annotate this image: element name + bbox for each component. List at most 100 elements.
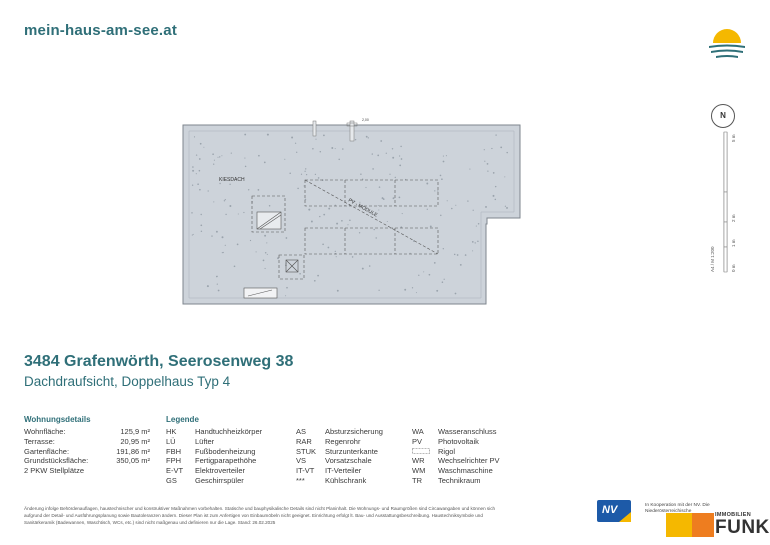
gravel-dot: [400, 158, 403, 160]
gravel-dot: [389, 173, 391, 175]
gravel-dot: [193, 136, 196, 138]
pv-modules: [304, 179, 439, 255]
gravel-dot: [215, 230, 218, 233]
gravel-dot: [328, 207, 331, 210]
gravel-dot: [264, 234, 267, 237]
gravel-dot: [323, 213, 326, 216]
gravel-dot: [377, 154, 380, 157]
gravel-dot: [492, 194, 495, 197]
gravel-dot: [360, 173, 362, 175]
detail-value: 125,9 m²: [120, 427, 150, 436]
scale-bar: 5 m 2 m 1 m 0 m A4 / M 1:200: [710, 131, 736, 273]
gravel-dot: [380, 140, 383, 142]
gravel-dot: [335, 256, 337, 258]
gravel-dot: [404, 288, 407, 291]
gravel-dot: [284, 158, 286, 160]
gravel-dot: [353, 200, 355, 202]
legend-item: Rigol: [412, 447, 500, 457]
roof-hatch: [278, 254, 305, 280]
legend-abbr: TR: [412, 475, 422, 485]
gravel-dot: [215, 276, 218, 278]
gravel-dot: [341, 219, 343, 222]
gravel-dot: [219, 156, 221, 158]
gravel-dot: [323, 134, 325, 137]
gravel-dot: [494, 198, 497, 201]
legend-heading: Legende: [166, 415, 199, 424]
legend-text: Regenrohr: [325, 436, 361, 446]
gravel-dot: [244, 157, 246, 159]
unit-details: Wohnfläche:125,9 m² Terrasse:20,95 m² Ga…: [24, 427, 150, 476]
gravel-dot: [400, 145, 402, 148]
funk-logo-yellow: [666, 513, 694, 537]
gravel-dot: [286, 286, 288, 289]
legend-text: Elektroverteiler: [195, 466, 246, 476]
gravel-dot: [398, 196, 401, 199]
gravel-dot: [219, 182, 221, 185]
legend-abbr: WR: [412, 456, 425, 466]
gravel-dot: [338, 158, 340, 161]
gravel-dot: [224, 244, 226, 246]
gravel-dot: [359, 201, 361, 203]
gravel-dot: [304, 170, 306, 172]
gravel-dot: [378, 289, 380, 291]
legend-text: Lüfter: [195, 436, 215, 446]
gravel-dot: [429, 225, 432, 228]
gravel-dot: [289, 172, 291, 175]
gravel-dot: [486, 163, 489, 165]
gravel-dot: [192, 233, 194, 235]
legend-item: ***Kühlschrank: [296, 476, 383, 486]
legend-abbr: GS: [166, 475, 177, 485]
gravel-dot: [423, 271, 425, 273]
gravel-dot: [477, 223, 480, 225]
rigol-symbol-icon: [412, 447, 438, 457]
scale-1m: 1 m: [731, 239, 736, 247]
gravel-dot: [454, 292, 457, 295]
gravel-dot: [477, 240, 479, 242]
gravel-dot: [217, 289, 220, 292]
gravel-dot: [264, 251, 267, 254]
legend-abbr: PV: [412, 436, 423, 446]
gravel-dot: [191, 234, 193, 236]
gravel-dot: [441, 178, 443, 181]
gravel-dot: [257, 189, 260, 191]
details-heading: Wohnungsdetails: [24, 415, 91, 424]
gravel-dot: [471, 241, 474, 243]
gravel-dot: [453, 253, 456, 256]
gravel-dot: [375, 237, 377, 239]
detail-row: Wohnfläche:125,9 m²: [24, 427, 150, 437]
gravel-dot: [255, 251, 257, 253]
gravel-dot: [347, 224, 349, 226]
gravel-dot: [459, 264, 462, 266]
gravel-dot: [258, 154, 260, 157]
legend-text: Fertigparapethöhe: [195, 456, 257, 466]
gravel-dot: [386, 220, 388, 223]
gravel-dot: [199, 188, 201, 191]
site-url[interactable]: mein-haus-am-see.at: [24, 22, 178, 39]
gravel-dot: [446, 200, 448, 202]
legend-text: Handtuchheizkörper: [195, 427, 263, 436]
gravel-dot: [365, 135, 368, 138]
gravel-dot: [213, 163, 215, 165]
gravel-dot: [291, 136, 294, 139]
gravel-dot: [361, 267, 364, 270]
gravel-dot: [229, 205, 232, 207]
gravel-dot: [504, 205, 507, 207]
gravel-dot: [304, 198, 307, 201]
gravel-dot: [492, 172, 495, 174]
gravel-dot: [428, 273, 431, 276]
gravel-dot: [467, 200, 469, 202]
gravel-dot: [213, 201, 215, 203]
gravel-dot: [504, 176, 506, 178]
gravel-dot: [475, 225, 477, 227]
gravel-dot: [381, 197, 384, 200]
